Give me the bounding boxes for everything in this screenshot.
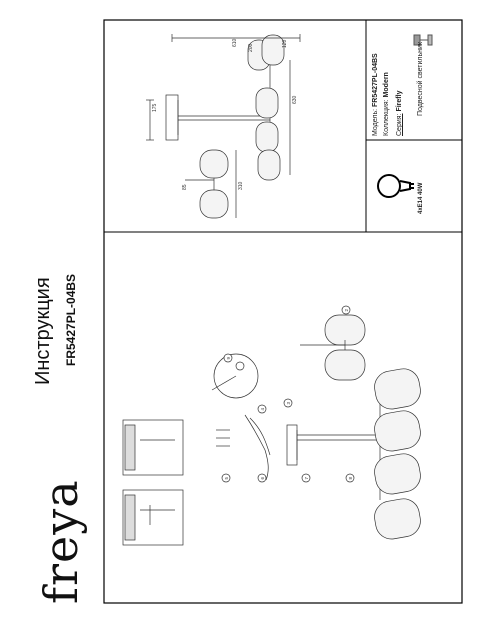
dim-height: 630 — [292, 95, 298, 104]
callout-4 — [221, 473, 231, 483]
dim-depth: 175 — [152, 103, 158, 112]
callout-5 — [257, 473, 267, 483]
dim-shade-2: 120 — [282, 39, 288, 48]
callout-9 — [235, 361, 245, 371]
dim-small-height: 310 — [238, 181, 244, 190]
info-collection-value: Modern — [383, 72, 390, 98]
dim-width: 610 — [232, 38, 238, 47]
dim-small-width: 85 — [182, 184, 188, 190]
info-type: Подвесной светильник — [417, 42, 424, 116]
info-collection-label: Коллекция: — [383, 99, 390, 136]
callout-label: 2 — [344, 309, 349, 312]
callout-label: 8 — [348, 477, 353, 480]
assembly-drawing — [122, 314, 421, 546]
page-frame — [103, 19, 463, 604]
info-collection: Коллекция: Modern — [383, 72, 390, 136]
callout-label: 7 — [304, 477, 309, 480]
callout-1 — [341, 305, 351, 315]
info-series-value: Firefly — [396, 90, 403, 112]
callout-group — [221, 305, 355, 483]
callout-2 — [283, 398, 293, 408]
callout-label: 5 — [224, 477, 229, 480]
info-series: Серия: Firefly — [396, 91, 403, 136]
info-model-value: FR5427PL-04BS — [372, 53, 379, 107]
callout-label: 3 — [286, 402, 291, 405]
document-title: Инструкция — [32, 277, 54, 385]
info-model-label: Модель: — [372, 108, 379, 136]
callout-7 — [345, 473, 355, 483]
callout-3 — [257, 404, 267, 414]
dimension-drawing — [146, 34, 301, 219]
light-bulb-icon — [377, 174, 414, 198]
callout-label: 6 — [260, 477, 265, 480]
callout-label: 4 — [260, 408, 265, 411]
brand-logo: freya — [34, 479, 88, 604]
pendant-lamp-icon — [413, 34, 433, 46]
bulb-spec: 4xE14 40W — [418, 182, 424, 214]
callout-8 — [223, 353, 233, 363]
model-code: FR5427PL-04BS — [64, 273, 78, 366]
callout-6 — [301, 473, 311, 483]
info-model: Модель: FR5427PL-04BS — [372, 53, 379, 136]
dim-shade-1: 200 — [248, 43, 254, 52]
callout-label: 9 — [226, 357, 231, 360]
info-series-label: Серия: — [396, 113, 403, 137]
